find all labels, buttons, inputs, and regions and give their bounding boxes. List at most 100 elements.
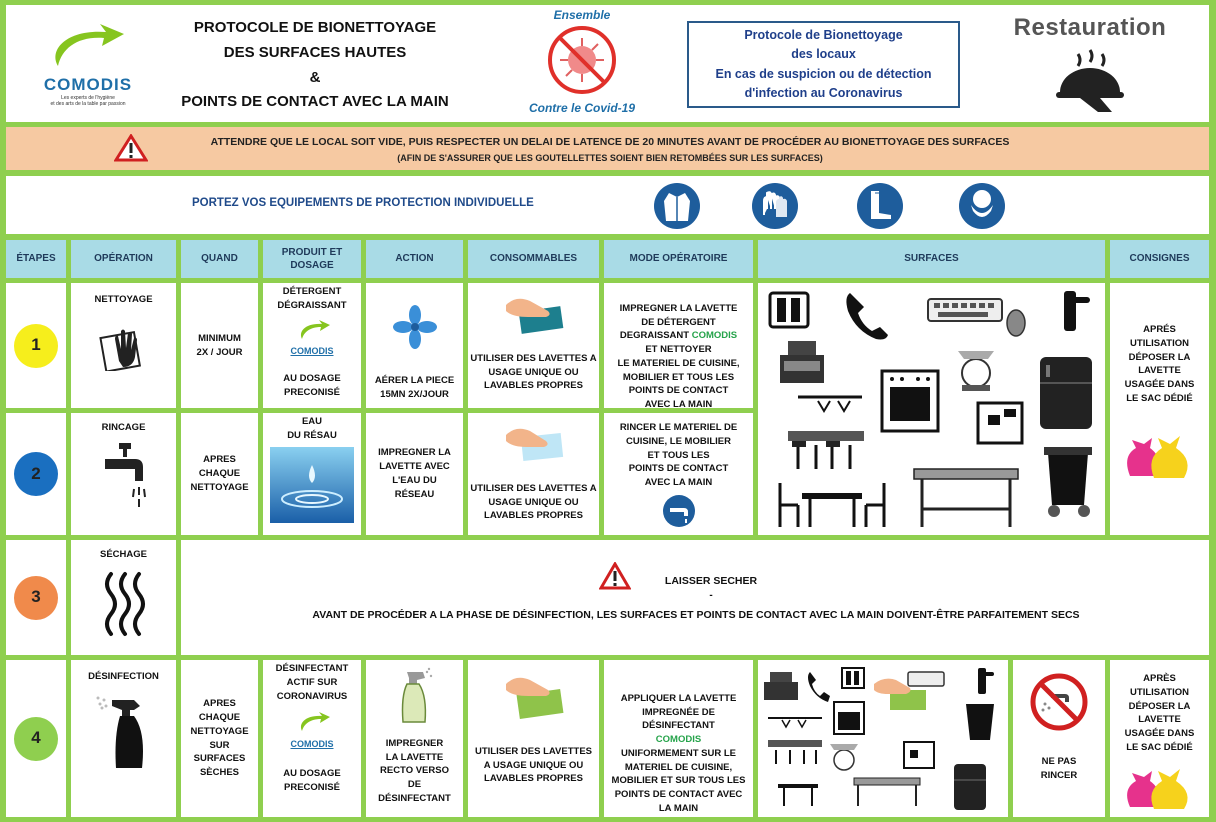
telephone-icon [808, 672, 830, 702]
water-tap-icon [104, 442, 146, 507]
step-1-consommables: UTILISER DES LAVETTES A USAGE UNIQUE OU … [468, 283, 599, 408]
step-1-mode-a: IMPREGNER LA LAVETTE DE DÉTERGENT DEGRAI… [619, 302, 738, 342]
step-2-consommables: UTILISER DES LAVETTES A USAGE UNIQUE OU … [468, 413, 599, 535]
col-header-produit: PRODUIT ET DOSAGE [263, 240, 361, 278]
oven-icon [833, 701, 865, 735]
brand-tagline: Les experts de l'hygiène [61, 95, 115, 101]
step-4-surfaces-panel [758, 660, 1008, 817]
kitchen-table-icon [913, 468, 1019, 527]
protocol-line-2: des locaux [791, 47, 856, 62]
protocol-line-4: d'infection au Coronavirus [744, 85, 903, 100]
page-title: PROTOCOLE DE BIONETTOYAGE DES SURFACES H… [150, 16, 480, 116]
step-3-cell: 3 [6, 540, 66, 655]
no-rinse-icon [1030, 673, 1088, 731]
step-3-badge: 3 [14, 575, 58, 620]
col-header-mode: MODE OPÉRATOIRE [604, 240, 753, 278]
step-4-consignes: APRÈS UTILISATION DÉPOSER LA LAVETTE USA… [1110, 660, 1209, 817]
step-4-action-text: IMPREGNER LA LAVETTE RECTO VERSO DE DÉSI… [378, 737, 451, 804]
consignes-panel: APRÉS UTILISATION DÉPOSER LA LAVETTE USA… [1110, 283, 1209, 535]
step-4-operation: DÉSINFECTION [71, 660, 176, 817]
step-4-consommables-text: UTILISER DES LAVETTES A USAGE UNIQUE OU … [474, 745, 592, 785]
step-3-operation: SÉCHAGE [71, 540, 176, 655]
disinfectant-spray-icon [401, 667, 432, 723]
step-1-produit-bottom: AU DOSAGE PRECONISÉ [283, 373, 341, 399]
wet-cloth-icon [505, 428, 563, 462]
surfaces-illustration [768, 291, 1092, 527]
cash-register-icon [780, 341, 824, 383]
protocol-line-1: Protocole de Bionettoyage [744, 27, 903, 42]
step-1-badge: 1 [14, 323, 58, 368]
door-handle-icon [1064, 291, 1090, 331]
col-header-surfaces: SURFACES [758, 240, 1105, 278]
sector-title: Restauration [1013, 14, 1167, 41]
sector-block: Restauration [990, 14, 1190, 119]
step-4-mode-brand: COMODIS [655, 734, 702, 746]
waste-bags-icon [1126, 435, 1188, 478]
step-4-consignes-text: APRÈS UTILISATION DÉPOSER LA LAVETTE USA… [1124, 673, 1195, 753]
step-2-produit: EAU DU RÉSAU [263, 413, 361, 535]
refrigerator-icon [1040, 357, 1092, 429]
waste-bags-icon [1126, 768, 1188, 809]
col-header-quand: QUAND [181, 240, 258, 278]
step-3-operation-label: SÉCHAGE [100, 549, 147, 560]
dining-table-icon [778, 483, 886, 527]
step-4-quand: APRES CHAQUE NETTOYAGE SUR SURFACES SÈCH… [181, 660, 258, 817]
covid-top-text: Ensemble [553, 8, 611, 22]
warning-band [6, 127, 1209, 170]
step-2-quand: APRES CHAQUE NETTOYAGE [181, 413, 258, 535]
dining-table-icon [778, 784, 818, 806]
microfiber-cloth-icon [505, 298, 563, 334]
rinse-tap-icon [662, 494, 695, 527]
step-1-mode-c: ET NETTOYER LE MATERIEL DE CUISINE, MOBI… [617, 344, 740, 411]
step-4-operation-label: DÉSINFECTION [88, 671, 159, 682]
fan-icon [392, 305, 437, 349]
protocol-line-3: En cas de suspicion ou de détection [715, 66, 932, 81]
step-1-action: AÉRER LA PIECE 15MN 2X/JOUR [366, 283, 463, 408]
col-header-operation: OPÉRATION [71, 240, 176, 278]
step-2-badge: 2 [14, 452, 58, 496]
step-4-badge: 4 [14, 716, 58, 761]
door-handle-icon [978, 668, 994, 694]
scale-icon [958, 351, 994, 391]
step-2-mode-text: RINCER LE MATERIEL DE CUISINE, LE MOBILI… [619, 422, 738, 489]
step-1-produit: DÉTERGENT DÉGRAISSANT COMODIS AU DOSAGE … [263, 283, 361, 408]
warning-line-1: ATTENDRE QUE LE LOCAL SOIT VIDE, PUIS RE… [210, 136, 1010, 148]
comodis-logo: COMODIS Les experts de l'hygiène et des … [28, 14, 148, 109]
step-4-surfaces-illustration [764, 667, 994, 810]
title-line-3: & [309, 68, 321, 86]
comodis-mini-logo-icon [300, 319, 330, 339]
wine-glasses-icon [768, 717, 822, 729]
step-2-produit-top: EAU DU RÉSAU [287, 416, 337, 441]
light-switch-icon [768, 291, 810, 329]
step-4-cell: 4 [6, 660, 66, 817]
step-1-produit-top: DÉTERGENT DÉGRAISSANT [277, 286, 347, 311]
cloth-hand-icon [874, 678, 926, 710]
step-1-action-text: AÉRER LA PIECE 15MN 2X/JOUR [374, 374, 455, 400]
title-line-1: PROTOCOLE DE BIONETTOYAGE [193, 19, 437, 36]
step-2-mode: RINCER LE MATERIEL DE CUISINE, LE MOBILI… [604, 413, 753, 535]
coffee-machine-icon [976, 401, 1024, 445]
cleaning-glove-icon [98, 329, 141, 373]
consignes-text: APRÉS UTILISATION DÉPOSER LA LAVETTE USA… [1124, 324, 1195, 404]
coffee-machine-icon [903, 741, 935, 769]
step-4-produit-logo: COMODIS [290, 739, 334, 750]
boots-icon [857, 183, 903, 229]
step-3-message: LAISSER SECHER - AVANT DE PROCÉDER A LA … [181, 540, 1209, 655]
step-4-no-rinse: NE PAS RINCER [1013, 660, 1105, 817]
oven-icon [880, 369, 940, 433]
col-header-action: ACTION [366, 240, 463, 278]
step-3-message-body: AVANT DE PROCÉDER A LA PHASE DE DÉSINFEC… [312, 609, 1080, 621]
step-1-operation: NETTOYAGE [71, 283, 176, 408]
warning-triangle-icon [114, 134, 148, 162]
step-2-action: IMPREGNER LA LAVETTE AVEC L'EAU DU RÉSEA… [366, 413, 463, 535]
bar-counter-icon [788, 431, 864, 469]
step-1-quand: MINIMUM 2X / JOUR [181, 283, 258, 408]
step-4-mode-c: UNIFORMEMENT SUR LE MATERIEL DE CUISINE,… [611, 747, 746, 814]
step-3-message-title: LAISSER SECHER [664, 575, 758, 587]
step-4-consommables: UTILISER DES LAVETTES A USAGE UNIQUE OU … [468, 660, 599, 817]
warning-triangle-icon [599, 562, 631, 590]
step-1-consommables-text: UTILISER DES LAVETTES A USAGE UNIQUE OU … [470, 352, 597, 392]
water-drop-image [270, 446, 354, 523]
protocol-box: Protocole de Bionettoyage des locaux En … [687, 21, 960, 108]
wine-glasses-icon [798, 395, 862, 413]
